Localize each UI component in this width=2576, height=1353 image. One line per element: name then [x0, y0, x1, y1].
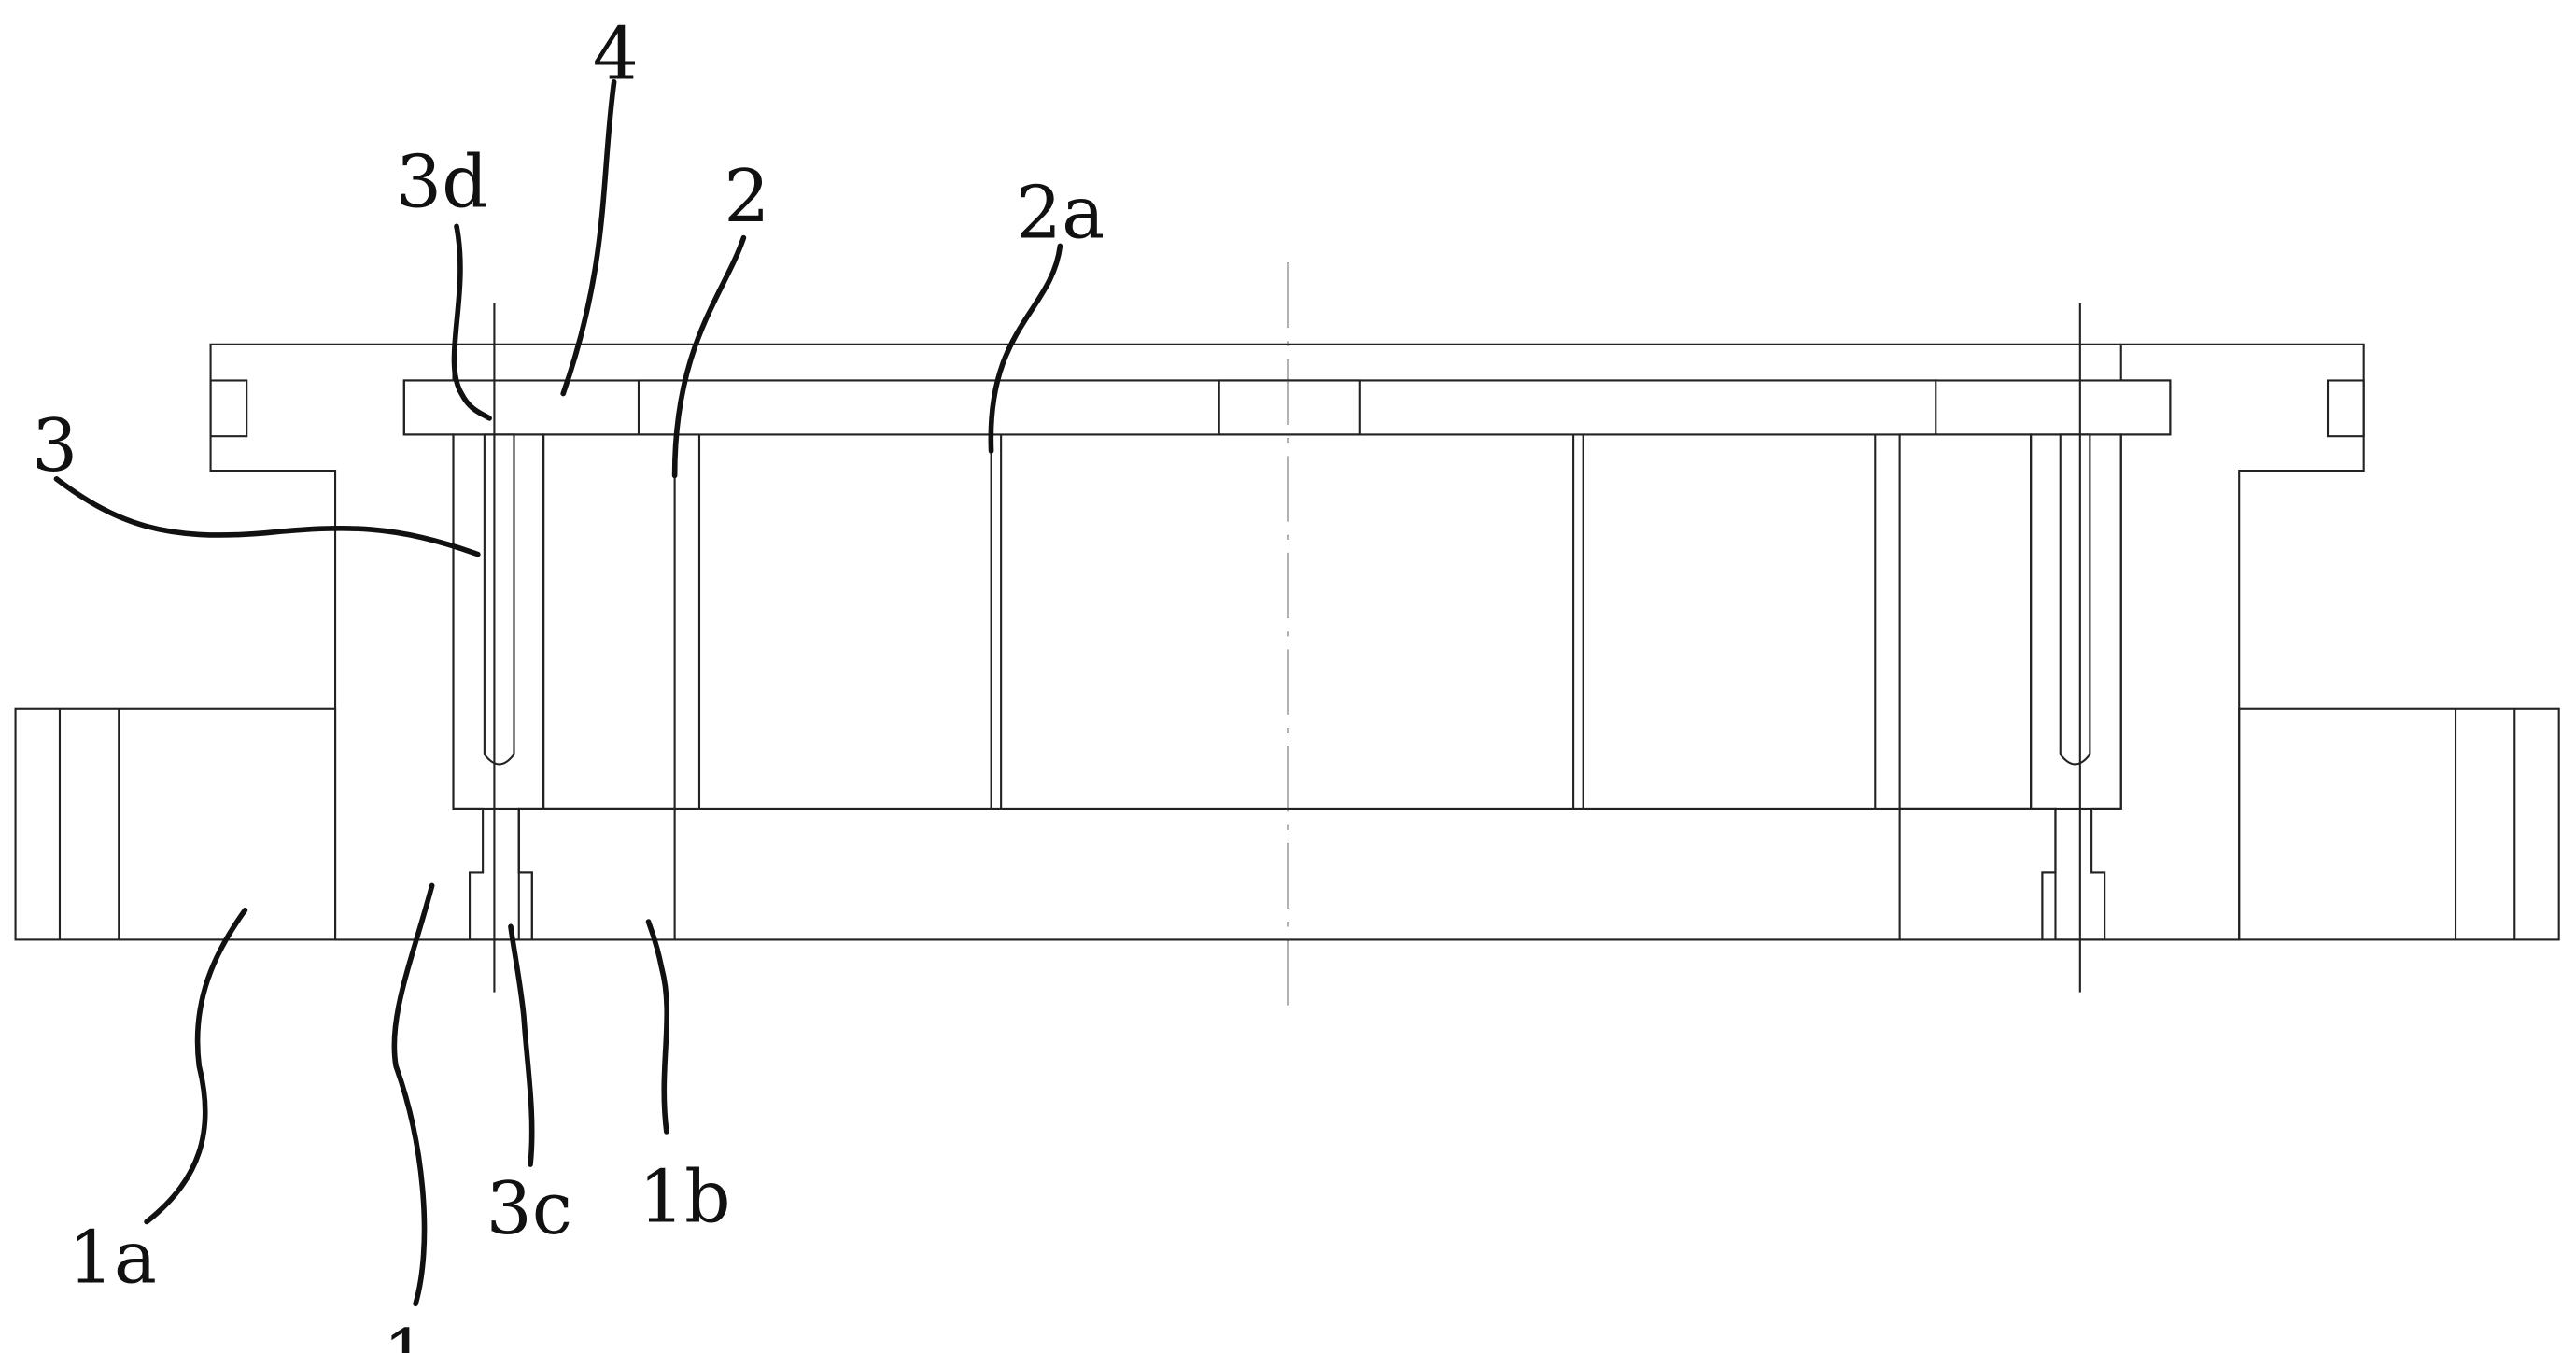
label-3: 3	[32, 404, 77, 488]
label-4: 4	[593, 12, 639, 96]
label-2a: 2a	[1016, 172, 1105, 256]
label-3d: 3d	[396, 140, 488, 224]
center-plate-recess	[1219, 380, 1360, 434]
label-1b: 1b	[639, 1155, 731, 1239]
label-3c: 3c	[486, 1167, 572, 1251]
label-2: 2	[724, 155, 769, 239]
label-1: 1	[383, 1315, 429, 1353]
label-1a: 1a	[68, 1216, 157, 1300]
